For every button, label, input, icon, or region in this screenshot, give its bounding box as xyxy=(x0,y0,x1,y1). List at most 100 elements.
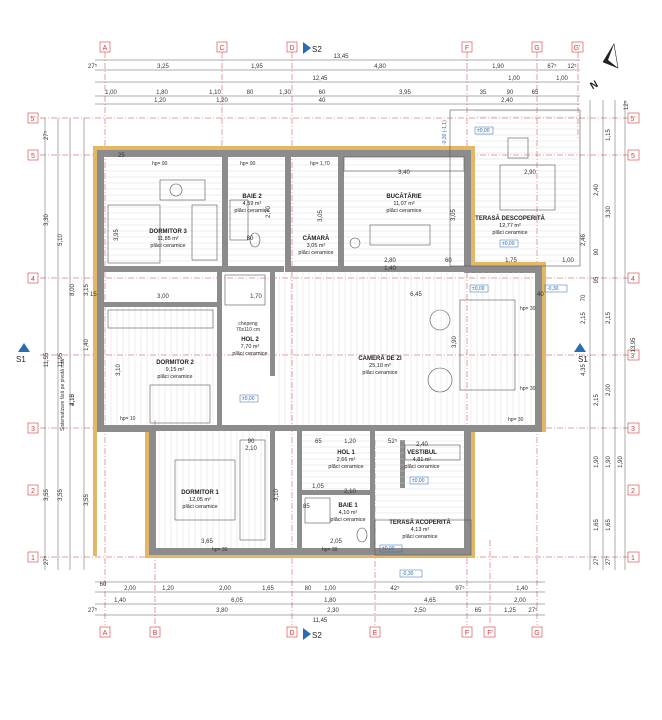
svg-text:65: 65 xyxy=(475,608,482,614)
dim-lines-bottom xyxy=(95,581,545,616)
svg-text:4,13 m²: 4,13 m² xyxy=(411,527,430,533)
room-hol-2: HOL 2 7,70 m² plăci ceramice xyxy=(232,337,267,357)
desk-dormitor3 xyxy=(159,179,206,201)
svg-text:2,40: 2,40 xyxy=(416,442,428,448)
svg-text:95: 95 xyxy=(594,276,600,283)
section-s2-top: S2 xyxy=(312,45,322,54)
svg-text:4,59 m²: 4,59 m² xyxy=(243,201,262,207)
svg-text:8,00: 8,00 xyxy=(70,284,76,296)
svg-text:2,50: 2,50 xyxy=(414,608,426,614)
svg-text:CAMERĂ DE ZI: CAMERĂ DE ZI xyxy=(358,355,402,362)
svg-text:TERASĂ ACOPERITĂ: TERASĂ ACOPERITĂ xyxy=(389,519,451,526)
svg-text:DORMITOR 3: DORMITOR 3 xyxy=(149,229,187,235)
wardrobe-dormitor2 xyxy=(107,309,214,329)
svg-text:plăci ceramice: plăci ceramice xyxy=(150,243,185,249)
svg-text:70x110 cm: 70x110 cm xyxy=(236,327,260,333)
svg-text:VESTIBUL: VESTIBUL xyxy=(407,450,437,456)
room-baie-1: BAIE 1 4,10 m² plăci ceramice xyxy=(330,503,365,523)
hp-labels: hp= 90 hp= 90 hp= 1,70 hp= 10 hp= 30 hp=… xyxy=(120,161,536,553)
svg-text:11,95: 11,95 xyxy=(58,352,64,367)
axis-left-1: 1 xyxy=(31,555,35,562)
svg-text:plăci ceramice: plăci ceramice xyxy=(330,517,365,523)
svg-text:90: 90 xyxy=(507,90,514,96)
svg-text:1,00: 1,00 xyxy=(562,258,574,264)
furniture xyxy=(107,137,556,543)
room-camera-de-zi: CAMERĂ DE ZI 25,10 m² plăci ceramice xyxy=(358,355,402,376)
axis-bubbles-left: 5' 5 4 3 2 1 xyxy=(27,112,39,563)
svg-text:2,15: 2,15 xyxy=(581,312,587,324)
svg-text:11,85 m²: 11,85 m² xyxy=(157,236,178,242)
axis-top-G: G xyxy=(534,45,539,52)
room-terasa-descoperita: TERASĂ DESCOPERITĂ 12,77 m² plăci cerami… xyxy=(475,215,545,236)
svg-text:12,05 m²: 12,05 m² xyxy=(189,497,211,503)
svg-text:3,00: 3,00 xyxy=(157,294,169,300)
dim-text-bottom: 60 2,00 1,20 2,00 1,65 80 1,00 42⁵ 97⁵ 1… xyxy=(88,582,538,624)
svg-text:1,15: 1,15 xyxy=(606,129,612,141)
svg-text:TERASĂ DESCOPERITĂ: TERASĂ DESCOPERITĂ xyxy=(475,215,545,222)
svg-text:HOL 2: HOL 2 xyxy=(241,337,259,343)
svg-text:2,00: 2,00 xyxy=(219,586,231,592)
dim-text-left: 27⁵ 3,30 5,10 8,00 11,55 11,95 4,15 3,55… xyxy=(43,130,90,565)
svg-text:2,15: 2,15 xyxy=(594,394,600,406)
svg-text:plăci ceramice: plăci ceramice xyxy=(362,370,397,376)
svg-text:-0,30: -0,30 xyxy=(402,571,414,577)
svg-text:BUCĂTĂRIE: BUCĂTĂRIE xyxy=(386,193,421,200)
svg-text:12,45: 12,45 xyxy=(312,76,328,82)
svg-text:90: 90 xyxy=(248,439,255,445)
svg-text:3,65: 3,65 xyxy=(201,539,213,545)
svg-text:1,20: 1,20 xyxy=(154,98,166,104)
svg-text:35: 35 xyxy=(480,90,487,96)
svg-text:BAIE 2: BAIE 2 xyxy=(242,194,262,200)
svg-text:52⁵: 52⁵ xyxy=(388,438,398,445)
wall-east-kitchen xyxy=(464,150,471,266)
inner-dims: 3,40 2,90 6,45 3,00 1,70 2,80 1,40 3,65 … xyxy=(90,153,574,545)
bed-dormitor3 xyxy=(107,204,161,264)
svg-text:3,95: 3,95 xyxy=(399,90,411,96)
svg-text:3,55: 3,55 xyxy=(58,489,64,501)
svg-text:2,15: 2,15 xyxy=(606,312,612,324)
svg-text:2,10: 2,10 xyxy=(70,394,76,406)
svg-text:65: 65 xyxy=(315,439,322,445)
svg-text:±0,00: ±0,00 xyxy=(502,241,515,247)
svg-text:hp= 90: hp= 90 xyxy=(240,161,256,167)
svg-text:90: 90 xyxy=(594,248,600,255)
svg-text:plăci ceramice: plăci ceramice xyxy=(386,208,421,214)
svg-text:40: 40 xyxy=(319,98,326,104)
axis-bottom-E: E xyxy=(373,630,378,637)
bathtub-baie2 xyxy=(229,199,249,241)
svg-text:2,90: 2,90 xyxy=(524,170,536,176)
axis-top-Gp: G' xyxy=(574,45,581,52)
svg-text:plăci ceramice: plăci ceramice xyxy=(404,464,439,470)
svg-text:2,30: 2,30 xyxy=(327,608,339,614)
axis-top-D: D xyxy=(289,45,294,52)
svg-text:7,70 m²: 7,70 m² xyxy=(241,344,260,350)
svg-text:1,20: 1,20 xyxy=(162,586,174,592)
svg-text:2,46: 2,46 xyxy=(581,234,587,246)
svg-text:3,40: 3,40 xyxy=(398,170,410,176)
svg-text:1,00: 1,00 xyxy=(508,76,520,82)
svg-text:1,30: 1,30 xyxy=(279,90,291,96)
svg-text:27⁵: 27⁵ xyxy=(88,607,98,614)
svg-text:1,00: 1,00 xyxy=(324,586,336,592)
svg-text:plăci ceramice: plăci ceramice xyxy=(492,230,527,236)
north-label: N xyxy=(589,79,601,92)
wall-north xyxy=(97,150,471,157)
svg-text:13,45: 13,45 xyxy=(333,54,349,60)
room-dormitor-3: DORMITOR 3 11,85 m² plăci ceramice xyxy=(149,229,187,249)
svg-text:1,70: 1,70 xyxy=(250,294,262,300)
svg-text:BAIE 1: BAIE 1 xyxy=(338,503,358,509)
chepeng-note: chepeng 70x110 cm xyxy=(236,321,260,333)
svg-text:2,00: 2,00 xyxy=(124,586,136,592)
svg-text:1,20: 1,20 xyxy=(344,439,356,445)
svg-text:±0,00: ±0,00 xyxy=(472,286,485,292)
svg-text:65: 65 xyxy=(532,90,539,96)
room-vestibul: VESTIBUL 4,81 m² plăci ceramice xyxy=(404,450,439,470)
section-markers: S2 S2 S1 S1 xyxy=(16,42,588,640)
svg-text:27⁵: 27⁵ xyxy=(43,555,50,565)
svg-text:2,80: 2,80 xyxy=(384,258,396,264)
svg-text:60: 60 xyxy=(319,90,326,96)
svg-text:11,07 m²: 11,07 m² xyxy=(393,201,414,207)
svg-text:plăci ceramice: plăci ceramice xyxy=(402,534,437,540)
svg-text:Sistematizare fără pe pivotă r: Sistematizare fără pe pivotă rută xyxy=(60,359,66,431)
axis-bubbles-top: A C D F G G' xyxy=(99,41,584,53)
